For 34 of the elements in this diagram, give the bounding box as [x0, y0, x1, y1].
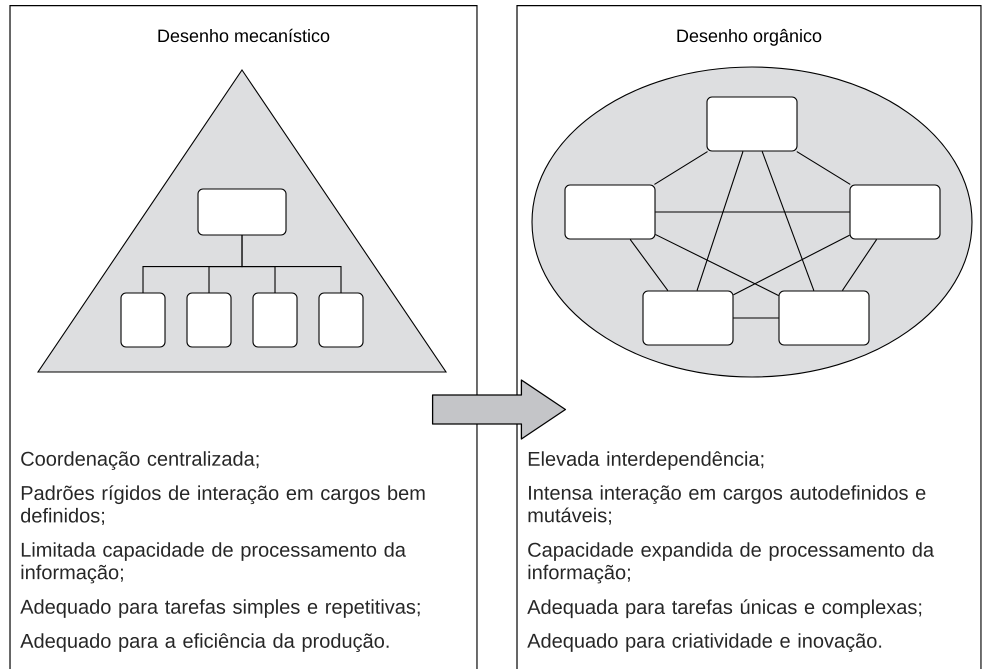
box [252, 292, 298, 348]
panel-heading: Desenho orgânico [677, 28, 822, 46]
block-arrow [432, 379, 566, 440]
box [564, 184, 656, 240]
connector [630, 239, 668, 291]
connector [796, 151, 851, 185]
list-item: Limitada capacidade de processamento da informação; [22, 542, 406, 584]
box [642, 290, 734, 346]
box [120, 292, 166, 348]
box [849, 184, 941, 240]
list-item: Adequado para tarefas simples e repetitivas; [20, 599, 420, 618]
panel-heading: Desenho mecanístico [158, 28, 330, 42]
connector [655, 234, 779, 296]
connector [696, 151, 744, 291]
connector [762, 151, 814, 291]
box [318, 292, 364, 348]
box [778, 290, 870, 346]
list-item: Adequado para criatividade e inovação. [527, 633, 882, 652]
box [197, 188, 287, 236]
connector [654, 151, 708, 185]
list-item: Intensa interação em cargos autodefinidos e mutáveis; [528, 485, 926, 525]
box [186, 292, 232, 348]
connector [241, 236, 342, 292]
connector [656, 211, 850, 213]
list-item: Elevada interdependência; [528, 451, 764, 470]
box [706, 96, 798, 152]
list-item: Padrões rígidos de interação em cargos bem definidos; [21, 485, 425, 525]
connector [842, 239, 878, 291]
connector [733, 234, 850, 296]
list-item: Capacidade expandida de processamento da informação; [528, 542, 934, 584]
list-item: Adequado para a eficiência da produção. [20, 633, 389, 652]
list-item: Coordenação centralizada; [21, 451, 258, 470]
list-item: Adequada para tarefas únicas e complexas; [527, 599, 922, 618]
connector [734, 317, 778, 319]
